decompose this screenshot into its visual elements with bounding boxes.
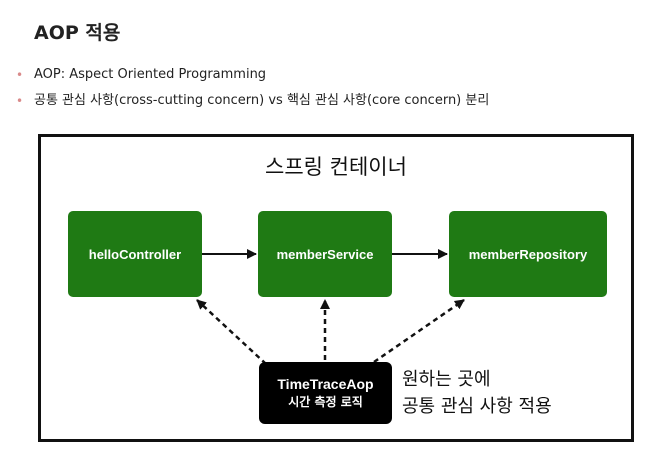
aop-name: TimeTraceAop — [277, 376, 374, 392]
bullet-text: AOP: Aspect Oriented Programming — [34, 67, 267, 82]
bullet-item: • AOP: Aspect Oriented Programming — [14, 62, 489, 88]
aop-note: 원하는 곳에 공통 관심 사항 적용 — [402, 366, 552, 420]
spring-container-box: 스프링 컨테이너 — [38, 134, 634, 442]
dashed-arrow-aop-to-repository — [373, 298, 465, 364]
container-label: 스프링 컨테이너 — [265, 155, 407, 179]
bullet-dot-icon: • — [16, 68, 24, 82]
dashed-arrow-aop-to-controller — [196, 299, 267, 365]
member-service-node: memberService — [258, 211, 392, 297]
bullet-dot-icon: • — [16, 94, 24, 108]
bullet-item: • 공통 관심 사항(cross-cutting concern) vs 핵심 … — [14, 88, 489, 114]
aop-subtitle: 시간 측정 로직 — [288, 395, 363, 409]
page-title: AOP 적용 — [34, 22, 121, 44]
hello-controller-node: helloController — [68, 211, 202, 297]
note-line: 원하는 곳에 — [402, 369, 491, 390]
bullet-list: • AOP: Aspect Oriented Programming • 공통 … — [14, 62, 489, 114]
time-trace-aop-node: TimeTraceAop 시간 측정 로직 — [259, 362, 392, 424]
member-repository-node: memberRepository — [449, 211, 607, 297]
note-line: 공통 관심 사항 적용 — [402, 396, 552, 417]
bullet-text: 공통 관심 사항(cross-cutting concern) vs 핵심 관심… — [34, 93, 490, 108]
